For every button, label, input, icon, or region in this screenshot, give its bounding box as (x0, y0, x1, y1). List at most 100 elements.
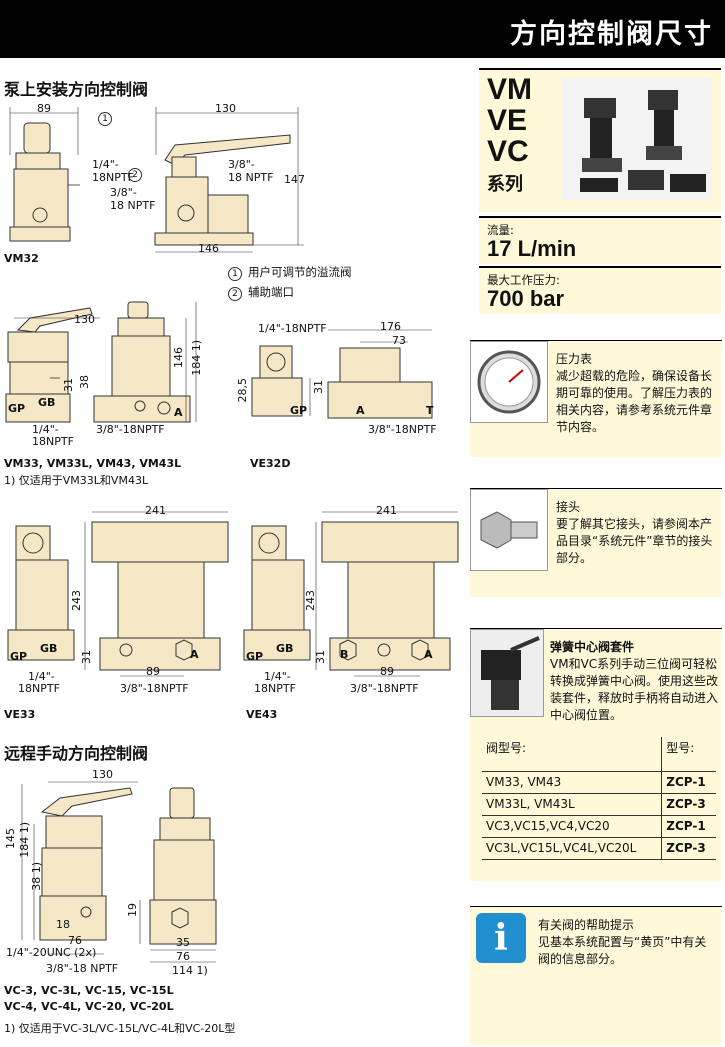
ve43-port-p2: 3/8"-18NPTF (350, 682, 419, 695)
vm33-port-a: A (174, 406, 183, 419)
vm32-model-name: VM32 (4, 252, 39, 265)
vm32-callout-2: 2 (128, 168, 142, 182)
table-cell-model: ZCP-3 (661, 793, 716, 816)
ve33-dim-31: 31 (80, 650, 93, 664)
series-vm: VM (487, 73, 532, 106)
vm32-callout-1: 1 (98, 112, 112, 126)
gauge-text: 减少超载的危险，确保设备长期可靠的使用。了解压力表的相关内容，请参考系统元件章节… (556, 369, 713, 434)
ve43-dim-89: 89 (380, 665, 394, 678)
fitting-text: 要了解其它接头，请参阅本产品目录“系统元件”章节的接头部分。 (556, 517, 713, 565)
gauge-box: 压力表 减少超载的危险，确保设备长期可靠的使用。了解压力表的相关内容，请参考系统… (470, 340, 722, 457)
ve32d-dim-w: 176 (380, 320, 401, 333)
ve32d-dim-h1: 28,5 (236, 378, 249, 403)
fitting-box: 接头 要了解其它接头，请参阅本产品目录“系统元件”章节的接头部分。 (470, 488, 722, 597)
tip-text: 见基本系统配置与“黄页”中有关阀的信息部分。 (538, 935, 707, 966)
ve43-drawing (243, 511, 459, 677)
fitting-title: 接头 (556, 500, 581, 514)
fitting-content: 接头 要了解其它接头，请参阅本产品目录“系统元件”章节的接头部分。 (556, 499, 716, 567)
ve33-port-p2: 3/8"-18NPTF (120, 682, 189, 695)
ve32d-port-bot: 3/8"-18NPTF (368, 423, 437, 436)
spring-title: 弹簧中心阀套件 (550, 640, 635, 654)
spring-text: VM和VC系列手动三位阀可轻松转换成弹簧中心阀。使用这些改装套件，释放时手柄将自… (550, 657, 719, 722)
vm32-dim-width: 89 (37, 102, 51, 115)
table-header-row: 阀型号: 型号: (482, 737, 716, 772)
ve43-port-gb: GB (276, 642, 294, 655)
legend-callout-2: 2 (228, 287, 242, 301)
vc-dim-145: 145 (4, 828, 17, 849)
vc-port-npt: 3/8"-18 NPTF (46, 962, 119, 975)
series-label: 系列 (487, 174, 523, 195)
ve43-dim-31: 31 (314, 650, 327, 664)
ve33-port-p1b: 18NPTF (18, 682, 60, 695)
vc-dim-19: 19 (126, 903, 139, 917)
ve33-model-name: VE33 (4, 708, 36, 721)
ve33-dim-89: 89 (146, 665, 160, 678)
ve43-port-p1b: 18NPTF (254, 682, 296, 695)
table-cell-valve: VC3L,VC15L,VC4L,VC20L (482, 837, 662, 860)
table-cell-model: ZCP-3 (661, 837, 716, 860)
ve32d-dim-h2: 31 (312, 380, 325, 394)
table-cell-valve: VC3,VC15,VC4,VC20 (482, 815, 662, 838)
ve43-port-p1: 1/4"- (264, 670, 291, 683)
vm32-dim-height: 147 (284, 173, 305, 186)
ve43-model-name: VE43 (246, 708, 278, 721)
tip-box: i 有关阀的帮助提示 见基本系统配置与“黄页”中有关阀的信息部分。 (470, 906, 722, 1045)
gauge-content: 压力表 减少超载的危险，确保设备长期可靠的使用。了解压力表的相关内容，请参考系统… (556, 351, 716, 436)
pressure-value: 700 bar (487, 286, 565, 311)
legend-text-1: 用户可调节的溢流阀 (248, 265, 352, 279)
valve-photo-icon (580, 90, 706, 192)
table-header-valve: 阀型号: (482, 737, 662, 772)
table-cell-model: ZCP-1 (661, 815, 716, 838)
vm32-port-label-1: 1/4"- 18NPTF (92, 158, 134, 184)
page-title: 方向控制阀尺寸 (510, 19, 713, 50)
flow-value: 17 L/min (487, 236, 577, 261)
vm33-dim-h1: 146 (172, 347, 185, 368)
legend-item-2: 2 辅助端口 (228, 284, 294, 301)
vc-model-name-1: VC-3, VC-3L, VC-15, VC-15L (4, 984, 174, 997)
tip-content: 有关阀的帮助提示 见基本系统配置与“黄页”中有关阀的信息部分。 (538, 917, 716, 968)
product-photo (562, 78, 712, 200)
ve32d-port-t: T (426, 404, 434, 417)
ve43-port-gp: GP (246, 650, 264, 663)
vm32-drawing (9, 107, 304, 253)
vm32-dim-lever: 130 (215, 102, 236, 115)
vc-drawing (21, 781, 217, 963)
header-bar (0, 0, 725, 58)
vc-dim-184: 184 1) (18, 822, 31, 858)
ve43-port-a: A (424, 648, 433, 661)
spring-kit-image (470, 629, 544, 717)
info-icon: i (476, 913, 526, 963)
fitting-image (470, 489, 548, 571)
ve33-drawing (7, 511, 229, 677)
vc-model-name-2: VC-4, VC-4L, VC-20, VC-20L (4, 1000, 174, 1013)
gauge-image (470, 341, 548, 423)
ve33-port-a: A (190, 648, 199, 661)
vc-dim-35: 35 (176, 936, 190, 949)
ve33-dim-w: 241 (145, 504, 166, 517)
ve32d-drawing (251, 329, 433, 419)
spring-kit-icon (481, 636, 540, 710)
vc-footnote: 1) 仅适用于VC-3L/VC-15L/VC-4L和VC-20L型 (4, 1022, 236, 1035)
ve33-port-p1: 1/4"- (28, 670, 55, 683)
vm33-dim-lever: 130 (74, 313, 95, 326)
series-vc: VC (487, 135, 529, 168)
pressure-panel: 最大工作压力: 700 bar (479, 266, 721, 314)
section-title-pump: 泵上安装方向控制阀 (4, 80, 149, 99)
legend-text-2: 辅助端口 (248, 285, 294, 299)
vm33-drawing (5, 301, 197, 423)
ve32d-port-a: A (356, 404, 365, 417)
vm33-port-p2: 3/8"-18NPTF (96, 423, 165, 436)
vc-dim-18: 18 (56, 918, 70, 931)
tip-title: 有关阀的帮助提示 (538, 918, 635, 932)
vc-dim-lever: 130 (92, 768, 113, 781)
vc-dim-76: 76 (68, 934, 82, 947)
fitting-icon (480, 511, 538, 549)
ve43-port-b: B (340, 648, 349, 661)
vc-dim-114: 114 1) (172, 964, 208, 977)
vm33-port-p1b: 18NPTF (32, 435, 74, 448)
vm33-port-p1: 1/4"- (32, 423, 59, 436)
ve32d-port-top: 1/4"-18NPTF (258, 322, 327, 335)
